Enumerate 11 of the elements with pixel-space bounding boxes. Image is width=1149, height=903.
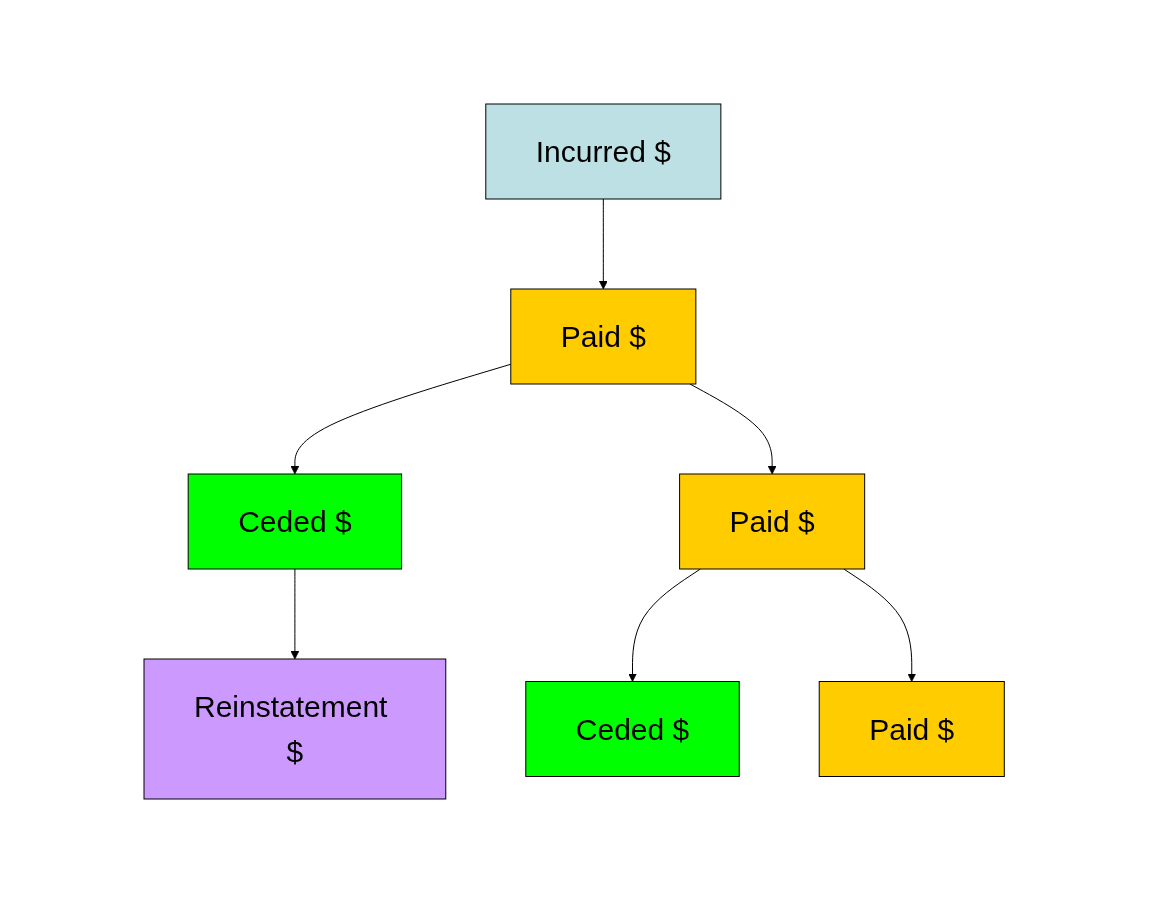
node-box: Ceded $ — [188, 473, 403, 570]
arrow — [290, 568, 300, 660]
node-box: Paid $ — [510, 288, 697, 385]
node-box: Ceded $ — [525, 681, 741, 777]
node-box: Paid $ — [679, 473, 866, 570]
node-box: Reinstatement $ — [143, 658, 447, 800]
arrow — [599, 198, 609, 290]
arrow — [843, 568, 917, 682]
arrow — [290, 363, 512, 475]
node-box: Paid $ — [819, 681, 1006, 777]
node-box: Incurred $ — [485, 103, 722, 200]
